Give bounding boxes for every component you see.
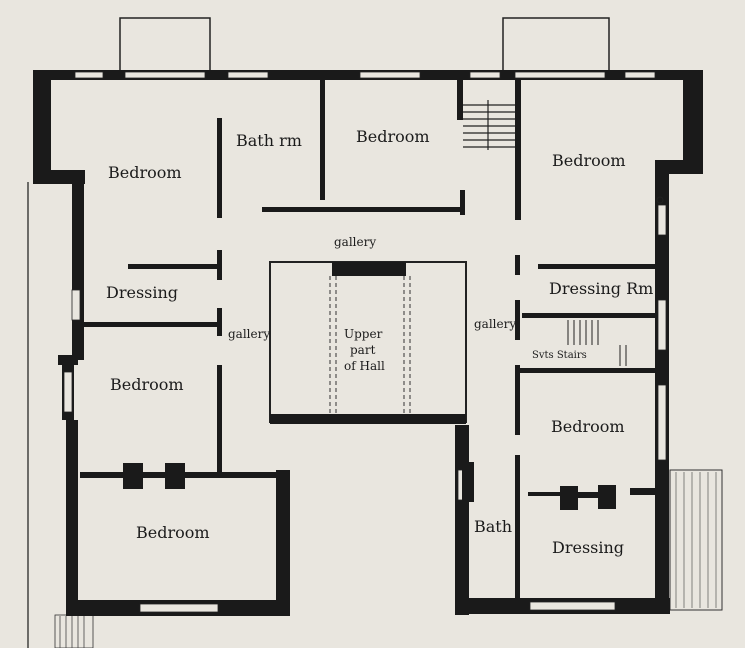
label-bedroom-se: Bedroom [551, 417, 625, 436]
label-gallery-left: gallery [228, 327, 270, 341]
label-bedroom-ne: Bedroom [552, 151, 626, 170]
label-hall-line2: part [350, 343, 376, 357]
label-bath-north: Bath rm [236, 131, 302, 150]
interior-walls [80, 80, 660, 600]
servants-stairs-steps [567, 320, 627, 366]
hall-well [269, 261, 467, 424]
label-gallery-top: gallery [334, 235, 376, 249]
label-bedroom-west: Bedroom [110, 375, 184, 394]
label-gallery-right: gallery [474, 317, 516, 331]
east-wall-fixture [656, 196, 664, 204]
east-terrace [669, 469, 723, 611]
main-staircase [463, 100, 515, 150]
bay-projection-ne [502, 17, 610, 73]
label-dressing-west: Dressing [106, 283, 178, 302]
label-hall-line3: of Hall [344, 359, 385, 373]
label-bedroom-sw: Bedroom [136, 523, 210, 542]
label-dressing-east: Dressing Rm [549, 279, 653, 298]
bay-projection-nw [119, 17, 211, 73]
southwest-steps [54, 614, 94, 648]
label-bedroom-north: Bedroom [356, 127, 430, 146]
label-bath-south: Bath [474, 517, 512, 536]
label-dressing-se: Dressing [552, 538, 624, 557]
label-hall-line1: Upper [344, 327, 383, 341]
label-servants-stairs: Svts Stairs [532, 350, 587, 361]
east-terrace-hatching [675, 472, 717, 608]
label-bedroom-nw: Bedroom [108, 163, 182, 182]
